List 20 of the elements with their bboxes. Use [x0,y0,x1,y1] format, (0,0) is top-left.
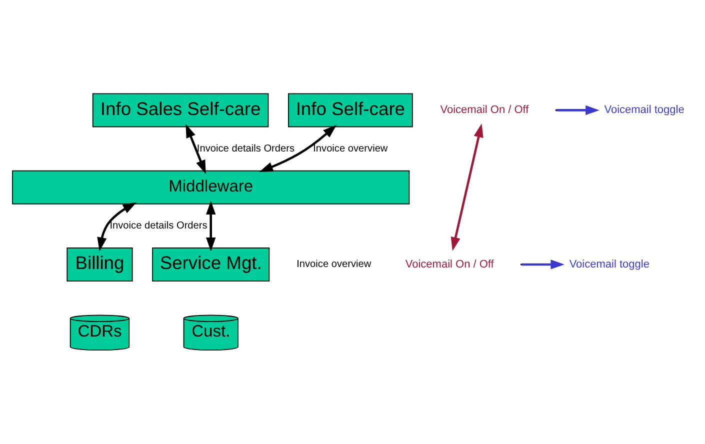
arrow [450,123,484,252]
arrow [522,260,564,270]
label: Invoice overview [296,259,372,270]
node-box: Middleware [12,170,410,204]
node-box: Billing [66,247,133,282]
node-text: Voicemail toggle [604,104,684,116]
node-box: Info Self-care [288,93,413,128]
edge-label: Invoice overview [313,143,388,154]
arrow [97,202,137,252]
arrow [186,124,206,174]
node-box: Info Sales Self-care [92,93,269,128]
arrow [556,105,600,116]
node-text: Voicemail On / Off [405,258,494,270]
node-box: Service Mgt. [152,247,270,282]
arrow [259,124,337,172]
edge-label: Invoice details Orders [196,143,295,154]
edge-label: Invoice details Orders [110,220,208,232]
arrow [206,200,216,252]
node-text: Voicemail toggle [569,258,650,270]
node-text: Voicemail On / Off [440,104,529,116]
